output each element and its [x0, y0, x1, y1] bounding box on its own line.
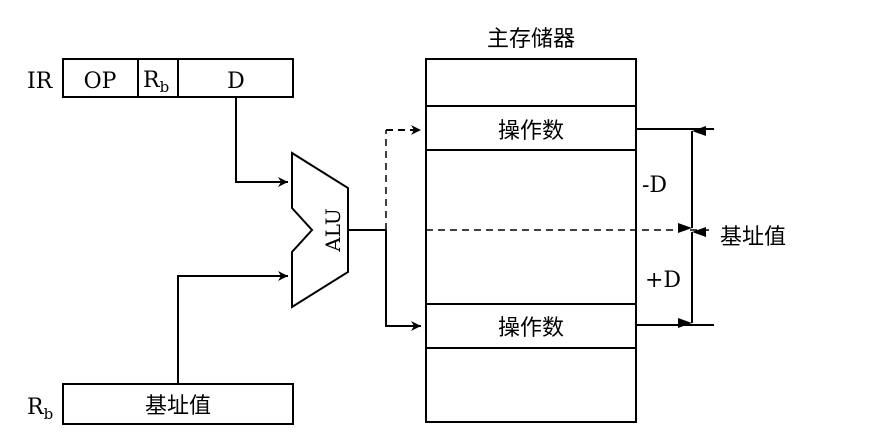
- rb-label-main: R: [27, 395, 45, 420]
- rb-label: Rb: [27, 395, 53, 423]
- alu-unit: ALU: [291, 151, 349, 309]
- memory-title: 主存储器: [487, 27, 575, 52]
- alu-to-lower-operand-arrow: [385, 230, 421, 331]
- plus-d-label: +D: [645, 268, 681, 293]
- base-value-label: 基址值: [720, 225, 786, 250]
- ir-register: IR OP Rb D: [27, 58, 294, 98]
- minus-d-label: -D: [642, 173, 667, 198]
- d-to-alu-arrow: [235, 97, 288, 187]
- memory-box: [425, 58, 637, 423]
- memory-operand-lower: 操作数: [498, 316, 564, 341]
- memory-operand-upper: 操作数: [498, 119, 564, 144]
- rb-content: 基址值: [145, 394, 211, 419]
- rb-to-alu-arrow: [177, 271, 288, 384]
- alu-shape: [291, 151, 349, 309]
- ir-field-rb-main: R: [143, 68, 161, 93]
- ir-field-d: D: [227, 69, 245, 94]
- rb-label-subscript: b: [44, 405, 54, 423]
- main-memory: 主存储器 操作数 操作数: [425, 27, 637, 423]
- ir-label: IR: [27, 69, 54, 94]
- ir-field-op: OP: [84, 69, 117, 94]
- base-register: Rb 基址值: [27, 383, 294, 425]
- ir-field-rb-subscript: b: [160, 78, 170, 96]
- rb-register-box: [62, 383, 294, 425]
- alu-label: ALU: [321, 208, 345, 253]
- ir-field-rb: Rb: [143, 68, 169, 96]
